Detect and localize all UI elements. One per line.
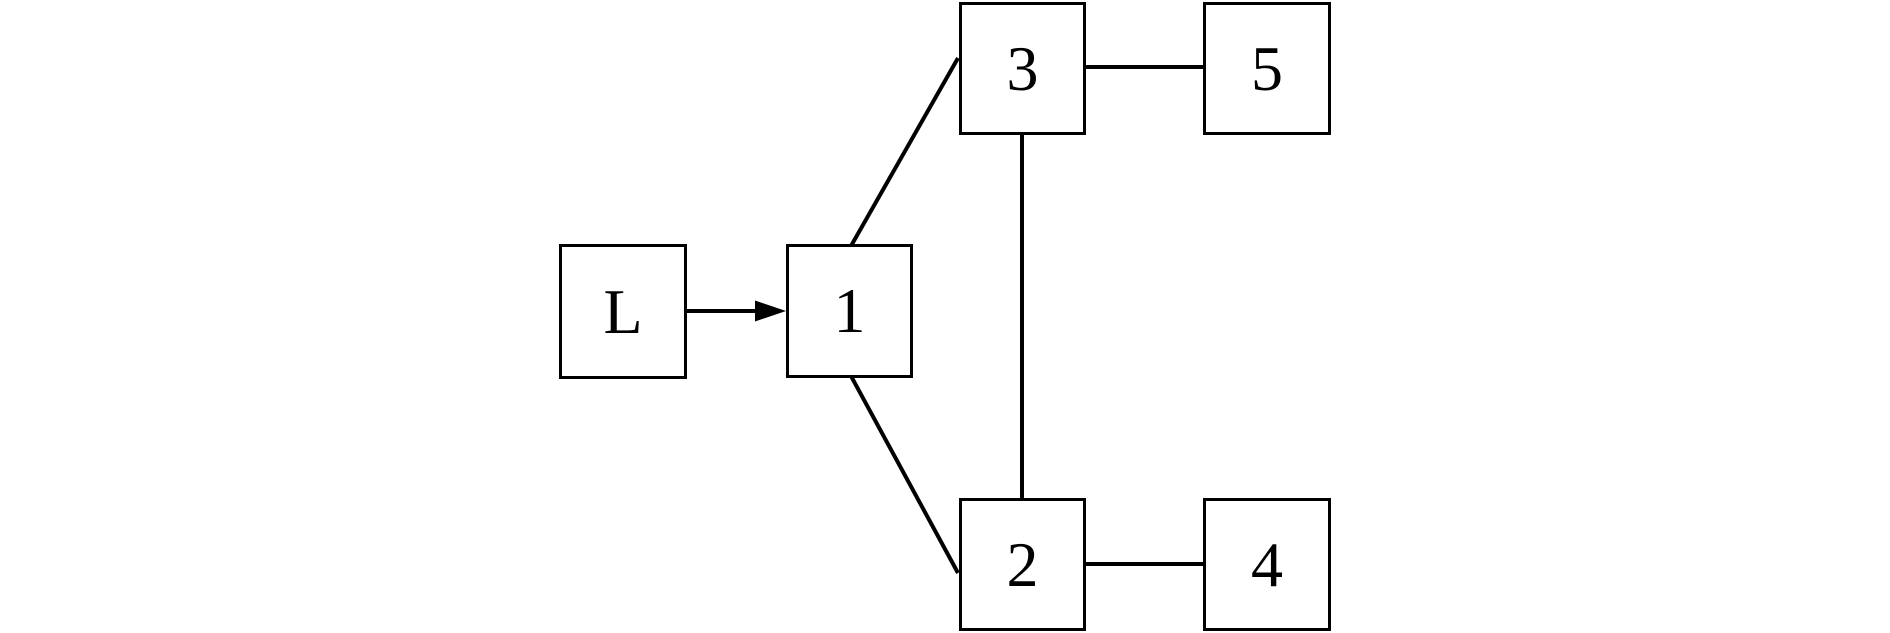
edge-L-1-arrowhead-icon <box>755 300 786 322</box>
node-2-label: 2 <box>1006 528 1039 600</box>
node-5-label: 5 <box>1251 32 1283 104</box>
node-3-label: 3 <box>1006 32 1039 104</box>
edge-1-3 <box>849 57 960 247</box>
node-1: 1 <box>786 244 913 378</box>
node-L: L <box>559 244 687 379</box>
node-5: 5 <box>1203 2 1331 135</box>
node-L-label: L <box>603 275 643 347</box>
node-3: 3 <box>959 2 1086 135</box>
edge-1-2 <box>849 375 960 574</box>
node-2: 2 <box>959 498 1086 631</box>
node-1-label: 1 <box>833 275 866 346</box>
node-4-label: 4 <box>1251 528 1283 600</box>
node-4: 4 <box>1203 498 1331 631</box>
